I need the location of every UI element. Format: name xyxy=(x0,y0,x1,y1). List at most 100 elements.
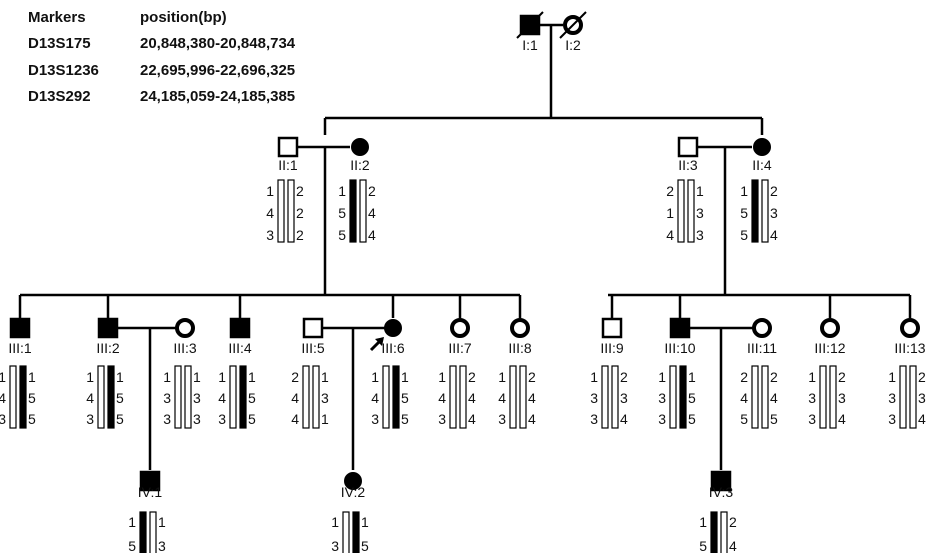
marker-row: D13S292 24,185,059-24,185,385 xyxy=(28,84,295,111)
allele-left: 4 xyxy=(0,390,6,406)
allele-left: 1 xyxy=(590,369,598,385)
allele-left: 3 xyxy=(0,411,6,427)
individual-label: IV:2 xyxy=(341,484,366,500)
haplotype-bar-right xyxy=(352,511,360,553)
female-symbol xyxy=(351,138,369,156)
header-position: position(bp) xyxy=(140,8,227,26)
allele-right: 5 xyxy=(116,411,124,427)
individual-label: II:3 xyxy=(678,157,698,173)
marker-position: 20,848,380-20,848,734 xyxy=(140,35,296,53)
haplotype-bar-left xyxy=(751,365,759,429)
female-symbol xyxy=(510,318,530,338)
allele-left: 5 xyxy=(128,538,136,553)
haplotype-bar-left xyxy=(174,365,182,429)
allele-left: 1 xyxy=(0,369,6,385)
allele-left: 3 xyxy=(163,390,171,406)
allele-right: 2 xyxy=(729,514,737,530)
haplotype-bar-right xyxy=(519,365,527,429)
male-symbol xyxy=(97,317,119,339)
haplotype-bar-left xyxy=(669,365,677,429)
haplotype-bar-left xyxy=(382,365,390,429)
allele-left: 1 xyxy=(699,514,707,530)
individual-label: III:3 xyxy=(173,340,197,356)
proband-arrow-head-icon xyxy=(375,337,384,346)
allele-right: 4 xyxy=(729,538,737,553)
individual-label: III:12 xyxy=(814,340,845,356)
female-symbol xyxy=(753,138,771,156)
haplotype-bar-left xyxy=(449,365,457,429)
allele-right: 3 xyxy=(838,390,846,406)
allele-left: 4 xyxy=(218,390,226,406)
allele-left: 3 xyxy=(658,390,666,406)
haplotype-bar-right xyxy=(359,179,367,243)
allele-right: 5 xyxy=(248,390,256,406)
individual-label: III:13 xyxy=(894,340,925,356)
individual-label: III:11 xyxy=(747,340,777,356)
allele-left: 4 xyxy=(86,390,94,406)
allele-right: 3 xyxy=(193,411,201,427)
haplotype-bar-right xyxy=(679,365,687,429)
haplotype-bar-right xyxy=(184,365,192,429)
allele-left: 1 xyxy=(498,369,506,385)
allele-left: 4 xyxy=(740,390,748,406)
allele-right: 4 xyxy=(528,390,536,406)
allele-right: 3 xyxy=(620,390,628,406)
allele-right: 2 xyxy=(296,183,304,199)
allele-left: 4 xyxy=(666,227,674,243)
allele-left: 5 xyxy=(740,205,748,221)
haplotype-bar-right xyxy=(761,365,769,429)
allele-left: 4 xyxy=(291,390,299,406)
allele-right: 2 xyxy=(296,205,304,221)
female-symbol xyxy=(752,318,772,338)
allele-left: 4 xyxy=(291,411,299,427)
allele-left: 3 xyxy=(808,390,816,406)
allele-right: 2 xyxy=(368,183,376,199)
allele-left: 3 xyxy=(888,411,896,427)
haplotype-bar-left xyxy=(277,179,285,243)
allele-left: 4 xyxy=(371,390,379,406)
haplotype-bar-right xyxy=(239,365,247,429)
header-markers: Markers xyxy=(28,8,86,26)
allele-right: 1 xyxy=(28,369,36,385)
haplotype-bar-right xyxy=(829,365,837,429)
individual-label: IV:3 xyxy=(709,484,734,500)
allele-right: 2 xyxy=(468,369,476,385)
allele-left: 2 xyxy=(291,369,299,385)
marker-row: D13S175 20,848,380-20,848,734 xyxy=(28,31,295,58)
male-symbol xyxy=(601,317,623,339)
male-symbol xyxy=(669,317,691,339)
marker-name: D13S175 xyxy=(28,35,91,53)
allele-right: 1 xyxy=(321,411,329,427)
allele-left: 1 xyxy=(266,183,274,199)
allele-left: 3 xyxy=(808,411,816,427)
allele-right: 3 xyxy=(696,205,704,221)
individual-label: III:9 xyxy=(600,340,624,356)
allele-right: 2 xyxy=(620,369,628,385)
allele-right: 5 xyxy=(688,411,696,427)
haplotype-bar-left xyxy=(302,365,310,429)
haplotype-bar-right xyxy=(392,365,400,429)
male-symbol xyxy=(302,317,324,339)
allele-left: 3 xyxy=(163,411,171,427)
allele-right: 4 xyxy=(770,227,778,243)
allele-right: 3 xyxy=(193,390,201,406)
allele-right: 2 xyxy=(770,183,778,199)
allele-right: 5 xyxy=(770,411,778,427)
allele-left: 1 xyxy=(658,369,666,385)
individual-label: I:2 xyxy=(565,37,581,53)
allele-left: 3 xyxy=(590,411,598,427)
allele-left: 1 xyxy=(128,514,136,530)
allele-right: 5 xyxy=(688,390,696,406)
female-symbol xyxy=(344,472,362,490)
allele-right: 5 xyxy=(248,411,256,427)
individual-label: III:5 xyxy=(301,340,325,356)
deceased-slash xyxy=(559,11,587,39)
allele-left: 3 xyxy=(658,411,666,427)
haplotype-bar-right xyxy=(611,365,619,429)
male-symbol xyxy=(677,136,699,158)
individual-label: III:8 xyxy=(508,340,532,356)
allele-left: 4 xyxy=(438,390,446,406)
allele-left: 3 xyxy=(266,227,274,243)
allele-left: 3 xyxy=(888,390,896,406)
haplotype-bar-right xyxy=(107,365,115,429)
